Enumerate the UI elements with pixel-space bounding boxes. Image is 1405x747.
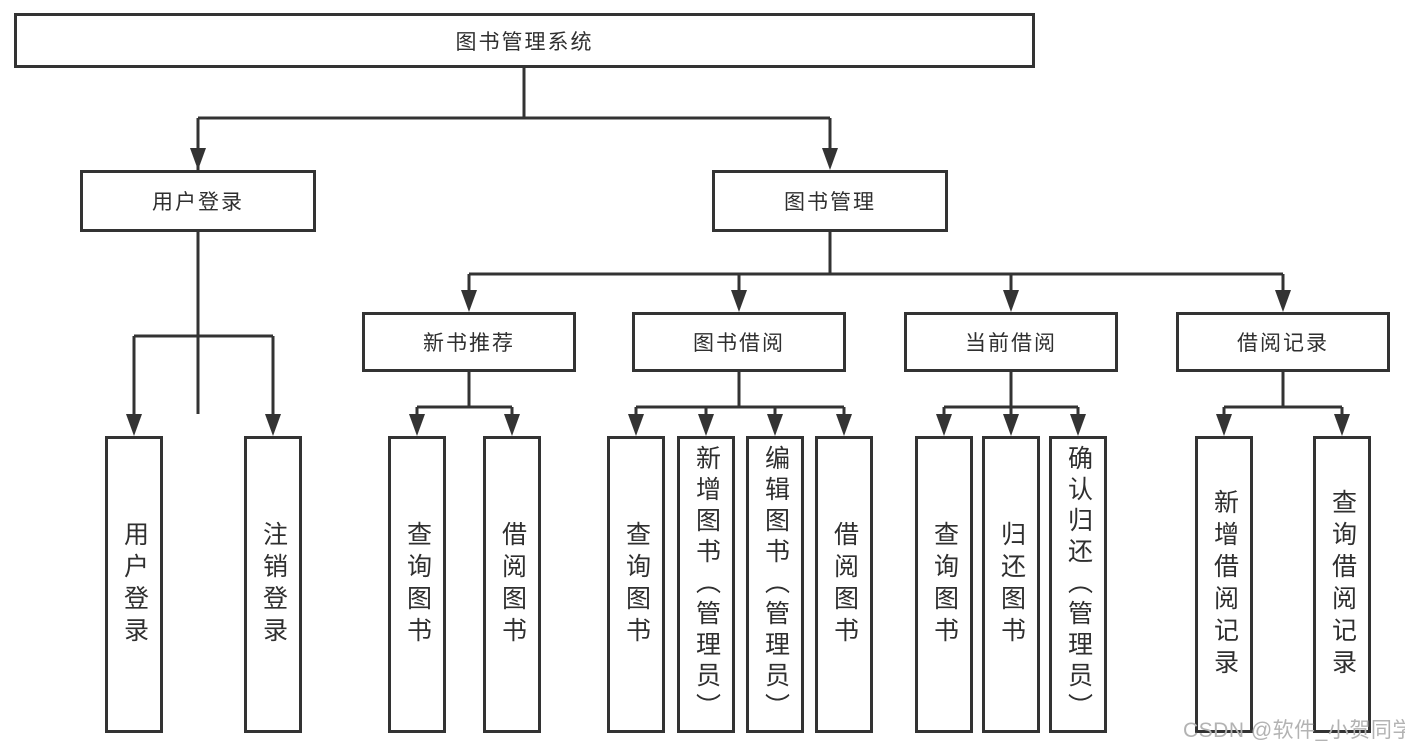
leaf-add-books-admin: 新增图书（管理员） <box>677 436 735 733</box>
leaf-label: 归还图书 <box>997 520 1026 649</box>
leaf-label: 查询借阅记录 <box>1328 488 1357 681</box>
leaf-query-books-current: 查询图书 <box>915 436 973 733</box>
node-book-borrowing: 图书借阅 <box>632 312 846 372</box>
leaf-confirm-return-admin: 确认归还（管理员） <box>1049 436 1107 733</box>
leaf-label: 新增借阅记录 <box>1210 488 1239 681</box>
leaf-edit-books-admin: 编辑图书（管理员） <box>746 436 804 733</box>
node-book-management: 图书管理 <box>712 170 948 232</box>
node-user-login: 用户登录 <box>80 170 316 232</box>
leaf-add-borrowing-record: 新增借阅记录 <box>1195 436 1253 733</box>
leaf-label: 查询图书 <box>403 520 432 649</box>
root-label: 图书管理系统 <box>455 30 594 54</box>
node-label: 借阅记录 <box>1237 332 1329 355</box>
node-current-borrowing: 当前借阅 <box>904 312 1118 372</box>
leaf-query-books-borrowing: 查询图书 <box>607 436 665 733</box>
leaf-query-borrowing-record: 查询借阅记录 <box>1313 436 1371 733</box>
node-label: 用户登录 <box>152 191 244 214</box>
leaf-label: 查询图书 <box>622 520 651 649</box>
leaf-label: 确认归还（管理员） <box>1064 445 1093 724</box>
node-borrowing-records: 借阅记录 <box>1176 312 1390 372</box>
leaf-label: 注销登录 <box>259 520 288 649</box>
leaf-label: 借阅图书 <box>498 520 527 649</box>
node-label: 图书借阅 <box>693 332 785 355</box>
node-label: 图书管理 <box>784 191 876 214</box>
leaf-query-books-recommend: 查询图书 <box>388 436 446 733</box>
leaf-return-books: 归还图书 <box>982 436 1040 733</box>
leaf-borrow-books-recommend: 借阅图书 <box>483 436 541 733</box>
leaf-borrow-books-borrowing: 借阅图书 <box>815 436 873 733</box>
leaf-label: 借阅图书 <box>830 520 859 649</box>
node-label: 新书推荐 <box>423 332 515 355</box>
leaf-label: 用户登录 <box>120 520 149 649</box>
leaf-user-login: 用户登录 <box>105 436 163 733</box>
node-new-book-recommendation: 新书推荐 <box>362 312 576 372</box>
leaf-label: 查询图书 <box>930 520 959 649</box>
leaf-label: 新增图书（管理员） <box>692 445 721 724</box>
node-library-management-system: 图书管理系统 <box>14 13 1035 68</box>
node-label: 当前借阅 <box>965 332 1057 355</box>
leaf-label: 编辑图书（管理员） <box>761 445 790 724</box>
leaf-logout-login: 注销登录 <box>244 436 302 733</box>
